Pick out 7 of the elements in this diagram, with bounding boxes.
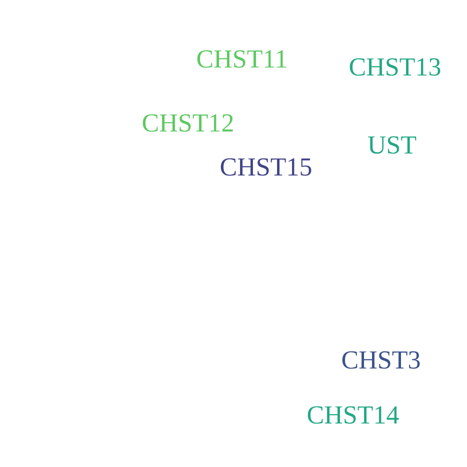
text-label: CHST13: [350, 58, 440, 76]
text-label: CHST12: [142, 114, 233, 132]
text-label: CHST11: [197, 50, 286, 68]
text-label: UST: [368, 136, 416, 154]
text-label: CHST15: [220, 158, 312, 176]
text-label: CHST14: [308, 406, 399, 424]
text-label: CHST3: [342, 351, 420, 369]
